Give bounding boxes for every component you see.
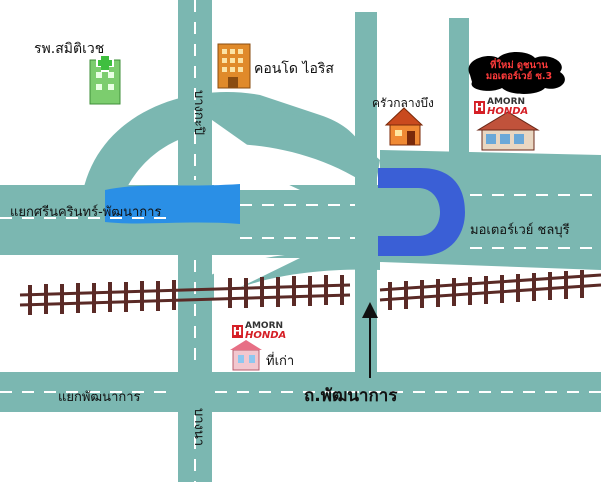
new-location-label: ที่ใหม่ ดูชนาน มอเตอร์เวย์ ซ.3	[485, 60, 553, 82]
bangkapi-label: บางกะปิ	[191, 90, 206, 136]
hospital-label: รพ.สมิติเวช	[34, 41, 105, 57]
intersection-island-top	[214, 150, 300, 190]
honda-mark-icon: H	[474, 100, 485, 114]
north-arrow-icon	[362, 302, 378, 378]
restaurant-label: ครัวกลางบึง	[372, 96, 434, 110]
pattanakarn-road-label: ถ.พัฒนาการ	[304, 386, 398, 406]
railway-track	[19, 270, 601, 315]
condo-label: คอนโด ไอริส	[254, 61, 334, 77]
intersection-island-bottom	[214, 258, 300, 300]
center-vertical-road	[355, 12, 377, 392]
dealership-icon	[476, 111, 540, 151]
motorway-label: มอเตอร์เวย์ ชลบุรี	[470, 223, 570, 238]
pattanakarn-junction-label: แยกพัฒนาการ	[58, 390, 141, 405]
srinakarin-junction-label: แยกศรีนครินทร์-พัฒนาการ	[10, 205, 162, 220]
condo-building-icon	[217, 43, 251, 89]
right-upper-ramp	[180, 104, 380, 190]
pattanakarn-road	[0, 372, 601, 412]
house-icon	[384, 107, 424, 146]
right-vertical-road	[449, 18, 469, 178]
hospital-icon	[89, 54, 121, 105]
uturn-marker	[378, 168, 465, 256]
old-amorn-honda-logo: H AMORN HONDA	[232, 321, 287, 341]
old-location-label: ที่เก่า	[266, 354, 295, 369]
old-dealership-icon	[230, 340, 262, 371]
new-amorn-honda-logo: H AMORN HONDA	[474, 97, 529, 117]
honda-mark-icon: H	[232, 324, 243, 338]
bangna-vertical-road	[178, 0, 212, 482]
srinakarin-highlight	[105, 184, 240, 224]
new-location-badge	[468, 52, 565, 94]
bangna-label: บางนา	[191, 408, 206, 447]
